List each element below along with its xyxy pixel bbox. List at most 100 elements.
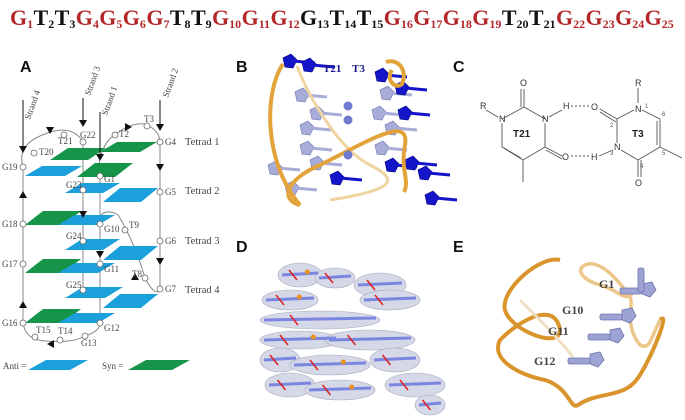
nucleotide-node (143, 122, 151, 130)
nucleotide-node (96, 172, 104, 180)
base-number: 19 (489, 17, 502, 31)
nucleotide-node (56, 336, 64, 344)
nucleobase (374, 140, 390, 156)
nucleobase (424, 190, 440, 206)
nucleobase (404, 155, 420, 171)
base-number: 23 (602, 17, 615, 31)
nucleotide-node (79, 286, 87, 294)
atom-number: 6 (662, 112, 666, 118)
nucleotide: T9 (191, 4, 212, 38)
sugar-ring (621, 307, 637, 324)
oxygen-bond (374, 294, 384, 306)
base-stack (311, 63, 335, 69)
nucleotide-node (79, 186, 87, 194)
oxygen-bond (366, 279, 376, 291)
anti-tetrad-plate (103, 188, 158, 202)
direction-arrow-icon (96, 154, 104, 161)
base-stack (414, 161, 438, 167)
nucleotide: T21 (529, 4, 556, 38)
direction-arrow-icon (125, 123, 132, 131)
nucleobase (417, 165, 433, 181)
nucleotide-node (156, 237, 164, 245)
nucleotide: T15 (357, 4, 384, 38)
nucleotide: T8 (170, 4, 191, 38)
syn-tetrad-plate (77, 163, 133, 177)
nucleotide: G11 (242, 4, 270, 38)
nucleotide: T2 (34, 4, 55, 38)
nucleobase (374, 67, 390, 83)
ring-label-t3: T3 (632, 129, 644, 140)
base-letter: G (644, 5, 662, 30)
atom-label: N (542, 114, 549, 124)
base-letter: G (270, 5, 288, 30)
strand-label: Strand 4 (22, 88, 42, 120)
base-number: 10 (229, 17, 242, 31)
base-letter: T (501, 5, 517, 30)
base-number: 18 (459, 17, 472, 31)
nucleotide: T3 (55, 4, 76, 38)
direction-arrow-icon (19, 146, 27, 153)
anti-tetrad-plate (65, 239, 120, 250)
label-g11: G11 (548, 324, 569, 338)
nucleotide: G18 (443, 4, 472, 38)
nucleotide: G17 (413, 4, 442, 38)
direction-arrow-icon (96, 251, 104, 258)
anti-tetrad-plate (25, 166, 82, 176)
oxygen-bond (399, 379, 409, 391)
node-label: G5 (165, 187, 176, 197)
panel-label-e: E (453, 239, 464, 256)
nucleotide-node (81, 332, 89, 340)
label-g12: G12 (534, 354, 555, 368)
panel-label-c: C (453, 59, 465, 76)
oxygen-bond (276, 379, 287, 391)
ion-sphere (343, 115, 353, 125)
base-number: 15 (371, 17, 384, 31)
tetrad-label: Tetrad 2 (185, 186, 220, 197)
panel-d-electron-density-map (259, 262, 446, 416)
oxygen-bond (275, 294, 285, 306)
oxygen-bond (288, 269, 298, 281)
anti-tetrad-plate (65, 287, 123, 298)
nucleobase (384, 157, 400, 173)
oxygen-bond (346, 334, 357, 346)
base-number: 13 (317, 17, 330, 31)
atom-model (357, 281, 403, 287)
base-stack (427, 171, 451, 177)
base-letter: G (413, 5, 431, 30)
label-g10: G10 (562, 303, 583, 317)
nucleotide: G6 (123, 4, 146, 38)
atom-model (263, 356, 297, 362)
base-number: 22 (573, 17, 586, 31)
nucleotide: G10 (212, 4, 241, 38)
node-label: T14 (58, 326, 73, 336)
nucleobase (301, 57, 317, 73)
tetrad-label: Tetrad 4 (185, 285, 220, 296)
base-letter: G (212, 5, 230, 30)
node-label: T21 (58, 136, 73, 146)
nucleotide-node (30, 149, 38, 157)
node-label: G23 (66, 180, 82, 190)
nucleotide: G5 (99, 4, 122, 38)
phosphorus-atom (310, 334, 316, 340)
nucleotide: T20 (502, 4, 529, 38)
base-stack (319, 111, 343, 117)
base-letter: T (356, 5, 372, 30)
backbone-ribbon (496, 257, 666, 408)
base-letter: G (383, 5, 401, 30)
panel-label-a: A (20, 59, 32, 76)
legend-syn-label: Syn = (102, 361, 123, 371)
anti-tetrad-plate (28, 360, 88, 370)
direction-arrow-icon (79, 211, 87, 218)
atom-label: N (635, 104, 642, 114)
base-number: 21 (543, 17, 556, 31)
node-label: G16 (2, 318, 18, 328)
base-number: 14 (344, 17, 357, 31)
direction-arrow-icon (156, 164, 164, 171)
legend-anti-label: Anti = (3, 361, 26, 371)
base-letter: G (472, 5, 490, 30)
nucleotide: G4 (76, 4, 99, 38)
node-label: G1 (104, 174, 115, 184)
node-label: G17 (2, 259, 18, 269)
